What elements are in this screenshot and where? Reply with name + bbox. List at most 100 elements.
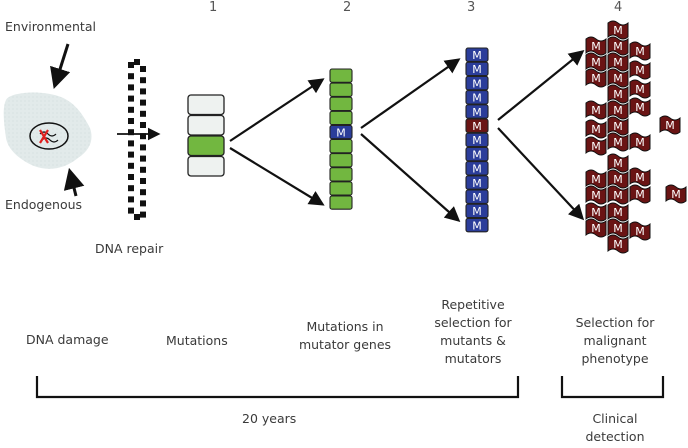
repair-square (140, 189, 146, 196)
repair-square (128, 62, 134, 68)
label-repetitive-line3: mutants & (440, 333, 506, 348)
cell-label: M (613, 88, 623, 101)
mutator-cell (329, 124, 353, 140)
repair-square (140, 66, 146, 72)
mutator-cell (465, 132, 489, 148)
cell-label: M (613, 157, 623, 170)
malignant-cell (607, 36, 629, 56)
endogenous-label: Endogenous (5, 197, 83, 212)
malignant-cell (629, 167, 651, 187)
normal-cell (187, 155, 225, 177)
mutator-cell (465, 75, 489, 91)
repair-square (128, 140, 134, 147)
cell-label: M (472, 49, 482, 62)
repair-square (134, 59, 140, 65)
repair-square (128, 95, 134, 102)
label-mutations: Mutations (166, 333, 228, 348)
stage-4-number: 4 (614, 0, 623, 15)
malignant-cell (585, 36, 607, 56)
cell-label: M (591, 56, 601, 69)
malignant-cell (607, 68, 629, 88)
environmental-arrow (50, 43, 71, 90)
mutant-cell (329, 195, 353, 210)
cell-label: M (472, 148, 482, 161)
cell-label: M (472, 77, 482, 90)
mutant-cell (329, 181, 353, 196)
arrow-1-to-2-up (229, 78, 325, 142)
repair-square (128, 174, 134, 180)
label-repetitive-line1: Repetitive (441, 297, 505, 312)
mutator-cell (465, 203, 489, 219)
repair-square (128, 129, 134, 136)
cell-label: M (671, 188, 681, 201)
malignant-cell (607, 153, 629, 173)
mutant-cell (329, 167, 353, 182)
repair-square (140, 178, 146, 184)
cell-label: M (591, 72, 601, 85)
mutant-cell (329, 68, 353, 83)
malignant-cell (607, 100, 629, 120)
mutant-cell (187, 135, 225, 157)
label-repetitive-line4: mutators (444, 351, 502, 366)
cell-label: M (591, 40, 601, 53)
malignant-cell (585, 218, 607, 238)
malignant-cell (607, 116, 629, 136)
cell-label: M (635, 83, 645, 96)
cell-label: M (613, 136, 623, 149)
mutator-cell (465, 175, 489, 190)
normal-cell (187, 94, 225, 116)
malignant-cell (629, 97, 651, 117)
cell-label: M (472, 106, 482, 119)
cell-label: M (472, 163, 482, 176)
repair-square (128, 106, 134, 113)
repair-square (140, 144, 146, 151)
cell-label: M (591, 104, 601, 117)
malignant-cell (585, 68, 607, 88)
cell-label: M (613, 40, 623, 53)
cell-label: M (635, 188, 645, 201)
arrow-3-to-4-up (497, 50, 585, 121)
cell-label: M (613, 24, 623, 37)
malignant-cell (629, 41, 651, 61)
malignant-cell (607, 202, 629, 222)
malignant-cell (607, 218, 629, 238)
cell-label: M (635, 45, 645, 58)
cell-label: M (635, 136, 645, 149)
malignant-cell (607, 84, 629, 104)
cell-label: M (472, 177, 482, 190)
arrow-2-to-3-down (360, 133, 461, 223)
repair-square (128, 73, 134, 80)
repair-square (140, 99, 146, 106)
environmental-label: Environmental (5, 19, 96, 34)
malignant-cell (629, 60, 651, 80)
cell-label: M (635, 64, 645, 77)
cell-label: M (635, 171, 645, 184)
cell-label: M (613, 120, 623, 133)
cell-label: M (613, 222, 623, 235)
malignant-cell (585, 100, 607, 120)
mutant-cell (329, 110, 353, 126)
label-malignant-line1: Selection for (575, 315, 655, 330)
arrow-1-to-2-down (229, 147, 325, 206)
repair-square (140, 122, 146, 128)
label-repetitive-selection: Repetitive selection for mutants & mutat… (428, 296, 518, 368)
cell-label: M (613, 189, 623, 202)
cell-label: M (472, 92, 482, 105)
malignant-cell (465, 118, 489, 133)
label-dna-damage: DNA damage (26, 332, 109, 347)
dna-damage-x-icon (39, 129, 49, 144)
repair-square (140, 200, 146, 207)
cell-label: M (591, 123, 601, 136)
label-malignant-line3: phenotype (581, 351, 649, 366)
cell-label: M (472, 205, 482, 218)
malignant-cell (607, 185, 629, 205)
mutator-cell (465, 47, 489, 62)
endogenous-arrow (63, 167, 85, 197)
malignant-cell (585, 185, 607, 205)
cell-label: M (472, 120, 482, 133)
cell-label: M (613, 238, 623, 251)
malignant-cell (585, 52, 607, 72)
repair-square (140, 166, 146, 173)
